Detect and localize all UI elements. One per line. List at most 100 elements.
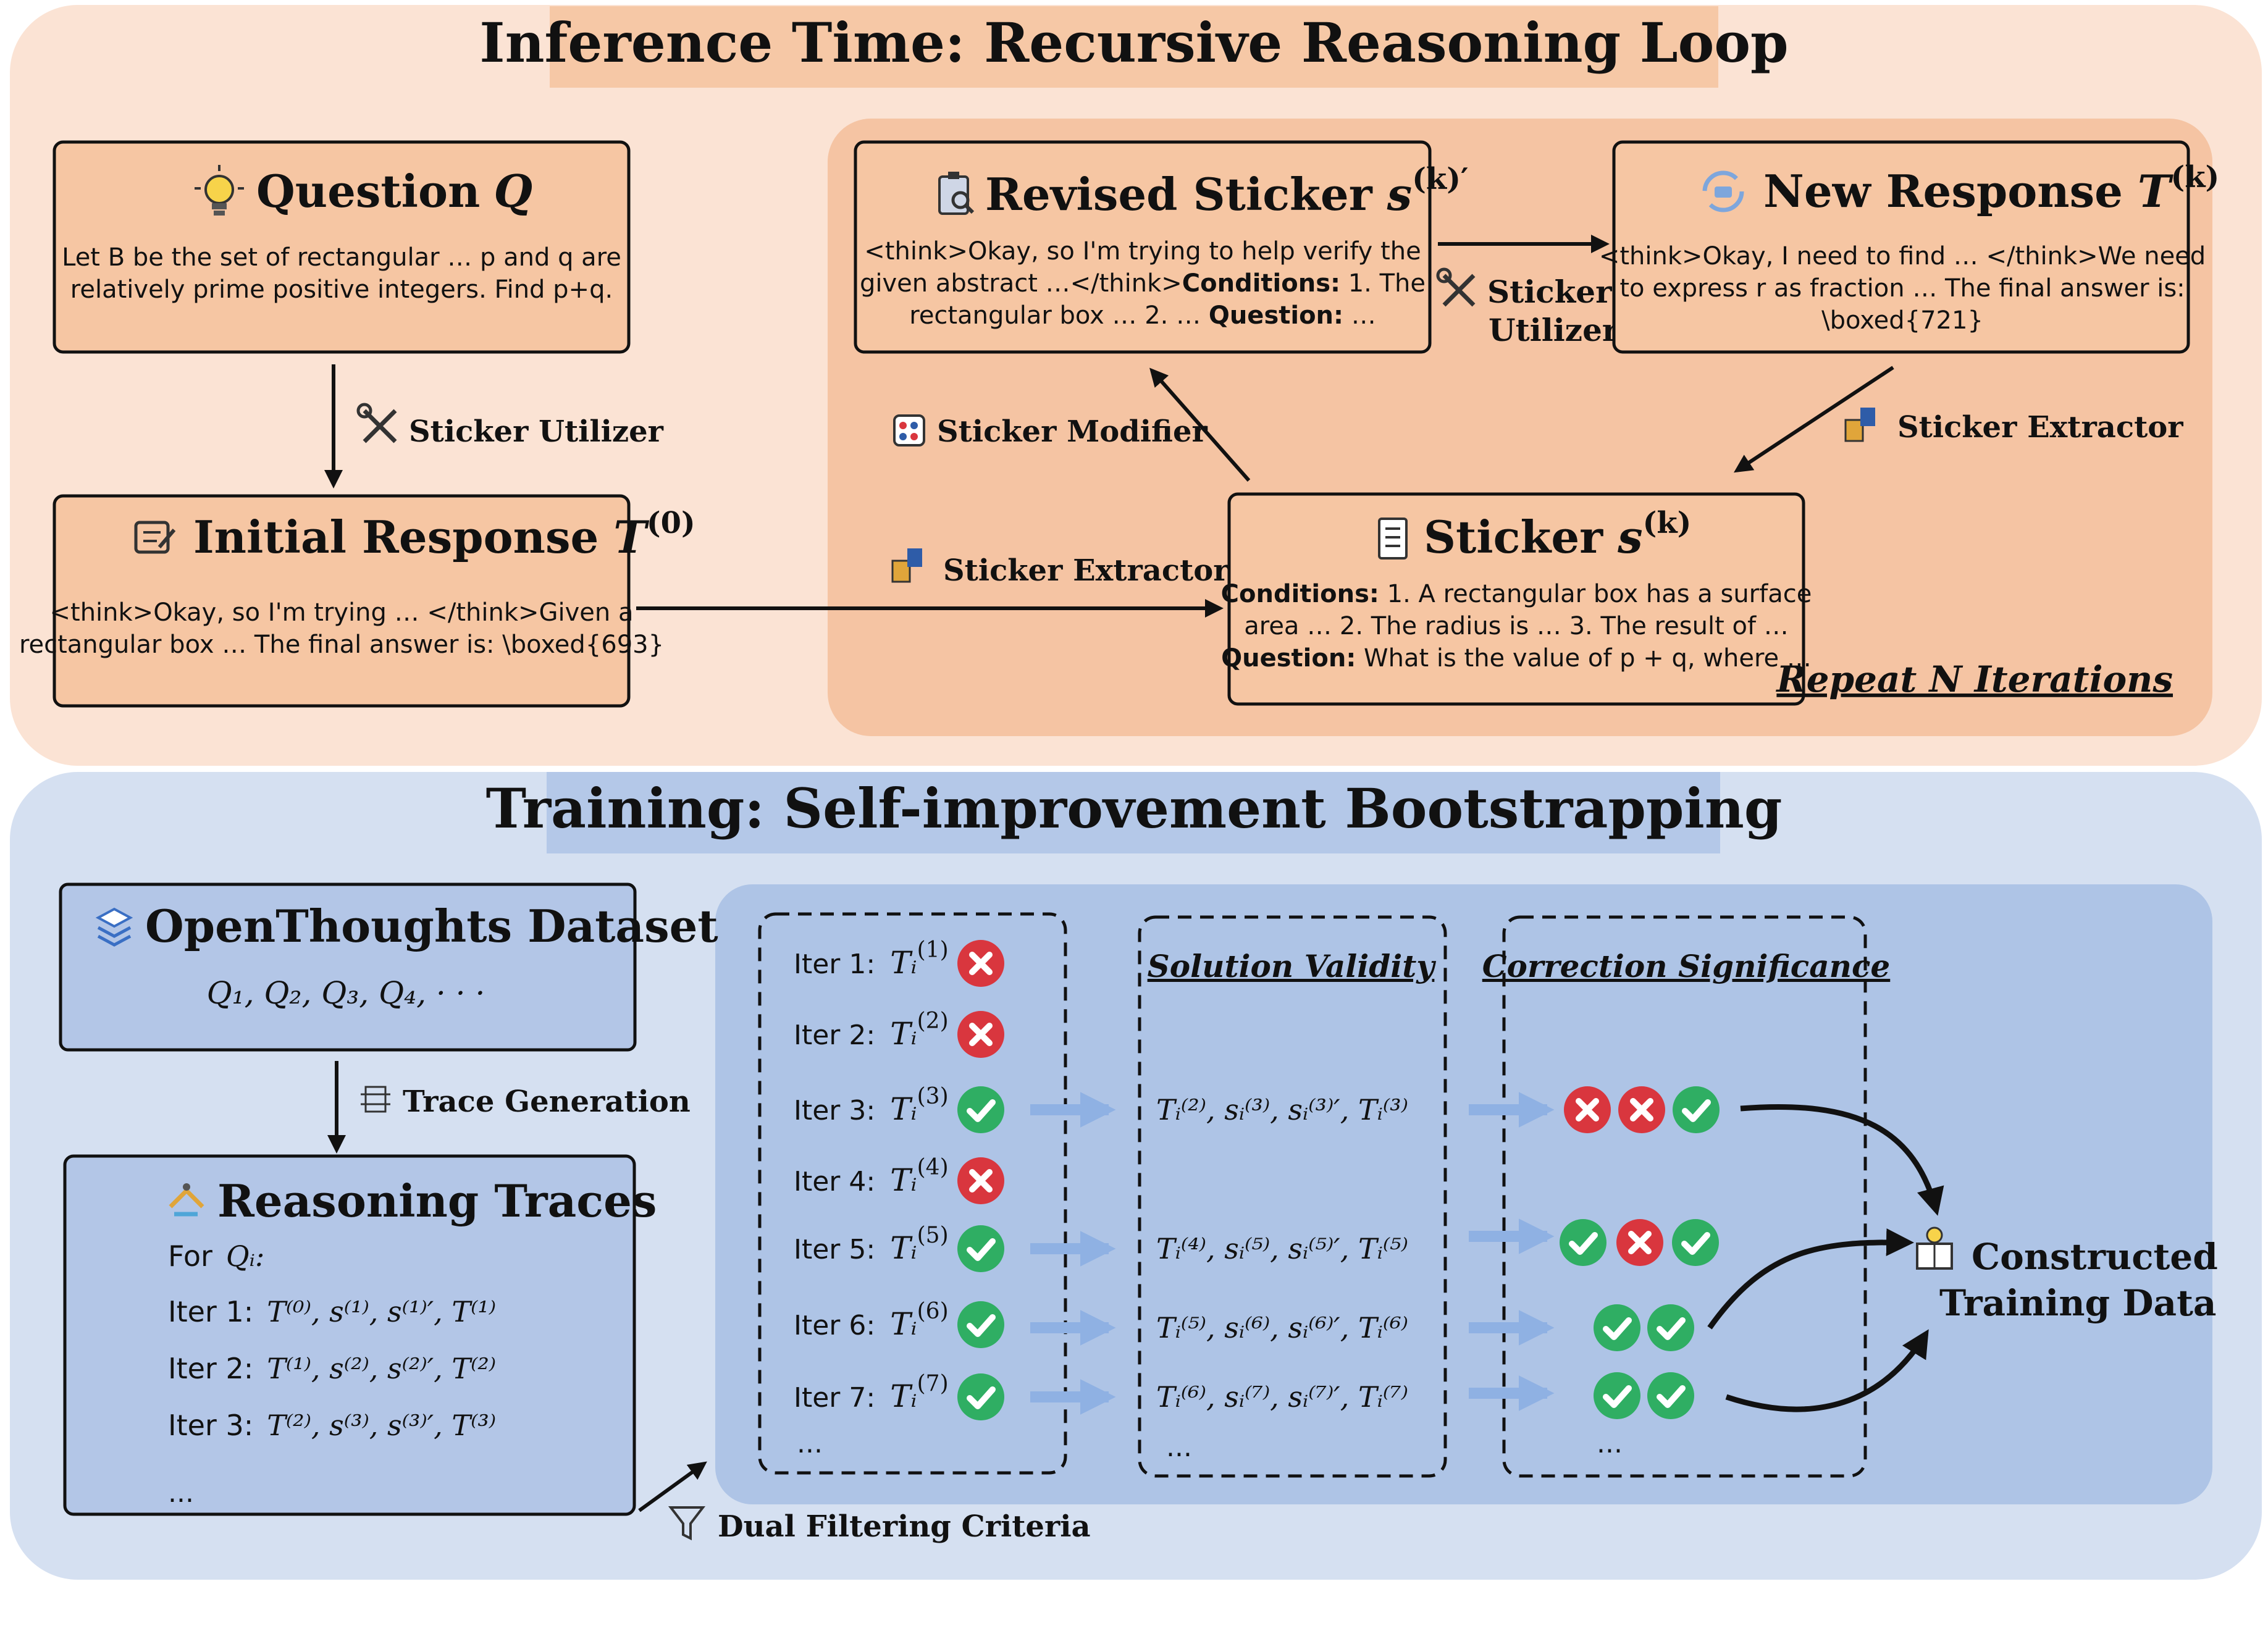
trace-row-seq: T⁽²⁾, s⁽³⁾, s⁽³⁾′, T⁽³⁾ <box>267 1409 496 1442</box>
inference-title-bar <box>550 6 1718 88</box>
iter-T: Tᵢ <box>890 1091 917 1127</box>
revised-var: s <box>1387 168 1413 220</box>
iter-T: Tᵢ <box>890 945 917 981</box>
inference-title: Inference Time: Recursive Reasoning Loop <box>479 10 1788 75</box>
valid-ellipsis: ... <box>1166 1432 1192 1463</box>
cross-icon <box>957 1011 1004 1058</box>
sticker-line2: area … 2. The radius is … 3. The result … <box>1244 612 1789 640</box>
check-icon <box>957 1225 1004 1272</box>
curve-arrow-3 <box>1725 1329 1929 1412</box>
iter-sup: (2) <box>917 1008 949 1034</box>
check-icon <box>957 1301 1004 1348</box>
iter-row-text: Iter 4:Tᵢ(4) <box>794 1155 949 1198</box>
constructed-line1: Constructed <box>1972 1236 2218 1278</box>
check-icon <box>1594 1304 1640 1351</box>
label-dual-filtering: Dual Filtering Criteria <box>718 1509 1091 1544</box>
initial-var: T <box>613 511 649 563</box>
sig-rows <box>1560 1086 1720 1419</box>
dataset-seq: Q₁, Q₂, Q₃, Q₄, · · · <box>207 975 485 1011</box>
newresp-line2: to express r as fraction … The final ans… <box>1619 274 2185 303</box>
initial-line1: <think>Okay, so I'm trying … </think>Giv… <box>50 598 634 627</box>
trace-row: Iter 3: T⁽²⁾, s⁽³⁾, s⁽³⁾′, T⁽³⁾ <box>168 1409 496 1442</box>
check-icon <box>1647 1304 1694 1351</box>
check-icon <box>1673 1086 1720 1133</box>
cross-icon <box>1618 1086 1665 1133</box>
trace-row-seq: T⁽⁰⁾, s⁽¹⁾, s⁽¹⁾′, T⁽¹⁾ <box>267 1295 496 1328</box>
traces-ellipsis: ... <box>168 1477 194 1509</box>
revised-line2b: Conditions: <box>1182 269 1340 298</box>
modifier-icon <box>893 414 925 446</box>
traces-for: For <box>168 1239 212 1273</box>
traces-for-var: Qᵢ: <box>226 1239 264 1273</box>
training-title: Training: Self-improvement Bootstrapping <box>486 776 1783 840</box>
blue-arrows <box>1030 1092 1555 1415</box>
check-icon <box>1672 1219 1719 1266</box>
iter-row-text: Iter 3:Tᵢ(3) <box>794 1084 949 1127</box>
iter-sup: (4) <box>917 1155 949 1180</box>
iter-T: Tᵢ <box>890 1016 917 1052</box>
question-line2: relatively prime positive integers. Find… <box>70 275 613 304</box>
iter-label: Iter 6: <box>794 1310 875 1341</box>
iter-sup: (1) <box>917 937 949 963</box>
sticker-line1a: Conditions: <box>1221 580 1379 608</box>
training-book-icon <box>1916 1226 1953 1270</box>
sticker-line3a: Question: <box>1221 644 1356 673</box>
layers-icon <box>95 907 133 947</box>
sticker-var: s <box>1617 511 1643 563</box>
tools-icon <box>356 403 397 443</box>
label-trace-generation: Trace Generation <box>403 1084 691 1119</box>
iter-sup: (6) <box>917 1299 949 1324</box>
revised-line2a: given abstract …</think> <box>860 269 1182 298</box>
check-icon <box>957 1086 1004 1133</box>
trace-row-label: Iter 1: <box>168 1295 253 1328</box>
traces-title: Reasoning Traces <box>217 1175 657 1227</box>
trace-row: Iter 1: T⁽⁰⁾, s⁽¹⁾, s⁽¹⁾′, T⁽¹⁾ <box>168 1295 496 1328</box>
check-icon <box>1647 1372 1694 1419</box>
valid-rows: Tᵢ⁽²⁾, sᵢ⁽³⁾, sᵢ⁽³⁾′, Tᵢ⁽³⁾Tᵢ⁽⁴⁾, sᵢ⁽⁵⁾,… <box>1156 1093 1408 1414</box>
iter-row-text: Iter 5: Tᵢ(5) <box>794 1223 949 1266</box>
valid-row: Tᵢ⁽⁴⁾, sᵢ⁽⁵⁾, sᵢ⁽⁵⁾′, Tᵢ⁽⁵⁾ <box>1156 1232 1408 1265</box>
iter-T: Tᵢ <box>890 1306 917 1342</box>
iter-label: Iter 3: <box>794 1095 875 1126</box>
iter-label: Iter 5: <box>794 1234 875 1265</box>
refresh-chat-icon <box>1702 170 1744 212</box>
label-sticker-utilizer-top1: Sticker <box>1487 274 1612 310</box>
revised-line3a: rectangular box … 2. … <box>909 301 1209 330</box>
trace-row-seq: T⁽¹⁾, s⁽²⁾, s⁽²⁾′, T⁽²⁾ <box>267 1352 496 1385</box>
svg-text:Conditions: 1. A rectangular b: Conditions: 1. A rectangular box has a s… <box>1221 580 1812 608</box>
iter-row-text: Iter 7:Tᵢ(7) <box>794 1371 949 1414</box>
trace-row-label: Iter 3: <box>168 1409 253 1442</box>
traces-box: Reasoning Traces For Qᵢ: Iter 1: T⁽⁰⁾, s⁽¹… <box>63 1154 657 1516</box>
newresp-sup: (k) <box>2170 160 2219 195</box>
revised-line3c: … <box>1343 301 1376 330</box>
dataset-box: OpenThoughts Dataset Q₁, Q₂, Q₃, Q₄, · ·… <box>59 882 718 1052</box>
clipboard-search-icon <box>938 172 975 215</box>
iter-T: Tᵢ <box>890 1230 917 1266</box>
revised-line2c: 1. The <box>1340 269 1426 298</box>
iter-column-box <box>758 912 1067 1475</box>
label-sticker-extractor-left: Sticker Extractor <box>943 553 1229 588</box>
revised-line1: <think>Okay, so I'm trying to help verif… <box>864 237 1421 266</box>
edit-note-icon <box>134 521 176 554</box>
training-title-bar <box>547 772 1720 853</box>
sig-ellipsis: ... <box>1597 1428 1623 1459</box>
newresp-line1: <think>Okay, I need to find … </think>We… <box>1599 242 2206 270</box>
iter-sup: (5) <box>917 1223 949 1248</box>
arrow-traces-to-filter <box>638 1461 707 1512</box>
filter-funnel-icon <box>668 1506 706 1541</box>
question-line1: Let B be the set of rectangular … p and … <box>62 243 621 272</box>
label-sticker-modifier: Sticker Modifier <box>937 414 1208 449</box>
check-icon <box>1594 1372 1640 1419</box>
iter-label: Iter 1: <box>794 949 875 980</box>
